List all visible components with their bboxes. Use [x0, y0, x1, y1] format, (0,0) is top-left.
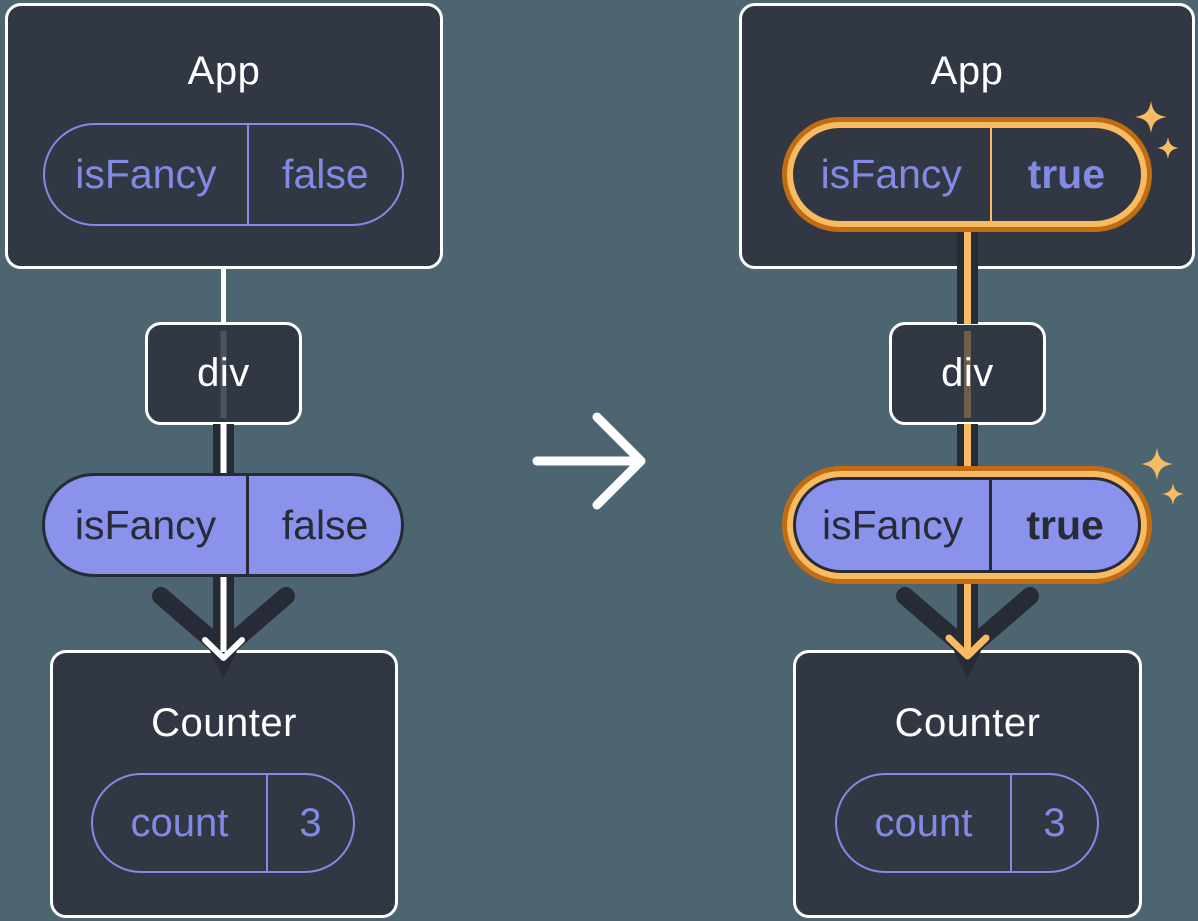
- prop-pill-isfancy-after: isFancy true: [793, 477, 1141, 573]
- state-key: count: [837, 775, 1012, 871]
- highlight-ring: isFancy true: [782, 466, 1152, 584]
- big-chevron-dark: [896, 587, 1039, 659]
- state-value: 3: [1043, 800, 1066, 845]
- div-title-before: div: [197, 351, 250, 395]
- state-key: count: [93, 775, 268, 871]
- state-key: isFancy: [793, 128, 992, 221]
- transition-right-arrow-icon: [532, 412, 646, 510]
- state-pill-isfancy-after: isFancy true: [793, 128, 1141, 221]
- counter-title-after: Counter: [894, 701, 1041, 745]
- app-title-before: App: [187, 49, 261, 93]
- sparkle-icon: [1141, 448, 1173, 480]
- prop-pill-isfancy-before: isFancy false: [42, 473, 404, 577]
- state-key: isFancy: [45, 125, 249, 224]
- prop-key: isFancy: [796, 480, 993, 570]
- highlight-ring-inner: isFancy true: [787, 471, 1147, 579]
- right-arrowhead: [592, 412, 646, 510]
- big-chevron-dark: [152, 587, 295, 659]
- state-value: false: [282, 151, 369, 197]
- prop-value: false: [281, 501, 369, 548]
- app-title-after: App: [930, 49, 1004, 93]
- highlight-ring-inner: isFancy true: [787, 122, 1147, 227]
- highlight-ring: isFancy true: [782, 117, 1152, 232]
- div-element-box-after: div: [889, 322, 1046, 425]
- sparkle-icon: [1162, 483, 1184, 505]
- flow-arrow-after: [896, 226, 1039, 678]
- div-element-box-before: div: [145, 322, 302, 425]
- state-pill-count-after: count 3: [835, 773, 1099, 873]
- state-pill-count-before: count 3: [91, 773, 355, 873]
- state-value: true: [1027, 151, 1106, 197]
- counter-title-before: Counter: [151, 701, 297, 745]
- state-pill-isfancy-before: isFancy false: [43, 123, 404, 226]
- div-title-after: div: [941, 351, 994, 395]
- prop-value: true: [1026, 501, 1104, 548]
- prop-key: isFancy: [45, 476, 250, 574]
- state-value: 3: [299, 800, 322, 845]
